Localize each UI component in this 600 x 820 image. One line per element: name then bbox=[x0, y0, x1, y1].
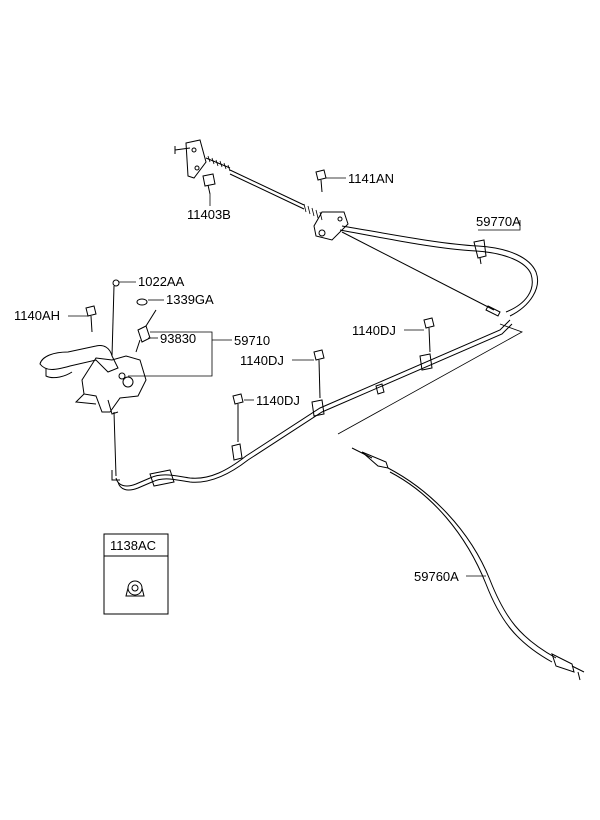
front-cable-assembly bbox=[174, 139, 349, 241]
label-1140DJ-middle: 1140DJ bbox=[240, 353, 284, 368]
rear-left-cable bbox=[111, 319, 513, 491]
label-1138AC: 1138AC bbox=[110, 538, 156, 553]
part-1138AC-inset bbox=[103, 533, 169, 615]
label-1022AA: 1022AA bbox=[138, 274, 185, 289]
label-1140DJ-upper: 1140DJ bbox=[352, 323, 396, 338]
bolt-1140DJ-lower bbox=[232, 393, 244, 442]
label-1140AH: 1140AH bbox=[14, 308, 60, 323]
label-1141AN: 1141AN bbox=[348, 171, 394, 186]
label-59760A: 59760A bbox=[414, 569, 459, 584]
label-93830: 93830 bbox=[160, 331, 196, 346]
leader-lines bbox=[68, 177, 521, 577]
bolt-1140DJ-upper bbox=[423, 317, 435, 353]
rear-right-cable bbox=[339, 225, 538, 317]
rear-long-cable bbox=[351, 447, 585, 681]
label-59770A: 59770A bbox=[476, 214, 521, 229]
label-11403B: 11403B bbox=[187, 207, 231, 222]
parking-brake-lever bbox=[39, 279, 157, 477]
label-59710: 59710 bbox=[234, 333, 270, 348]
label-1140DJ-lower: 1140DJ bbox=[256, 393, 300, 408]
bolt-1140DJ-middle bbox=[313, 349, 325, 399]
label-1339GA: 1339GA bbox=[166, 292, 214, 307]
region-guide-line bbox=[337, 323, 523, 435]
